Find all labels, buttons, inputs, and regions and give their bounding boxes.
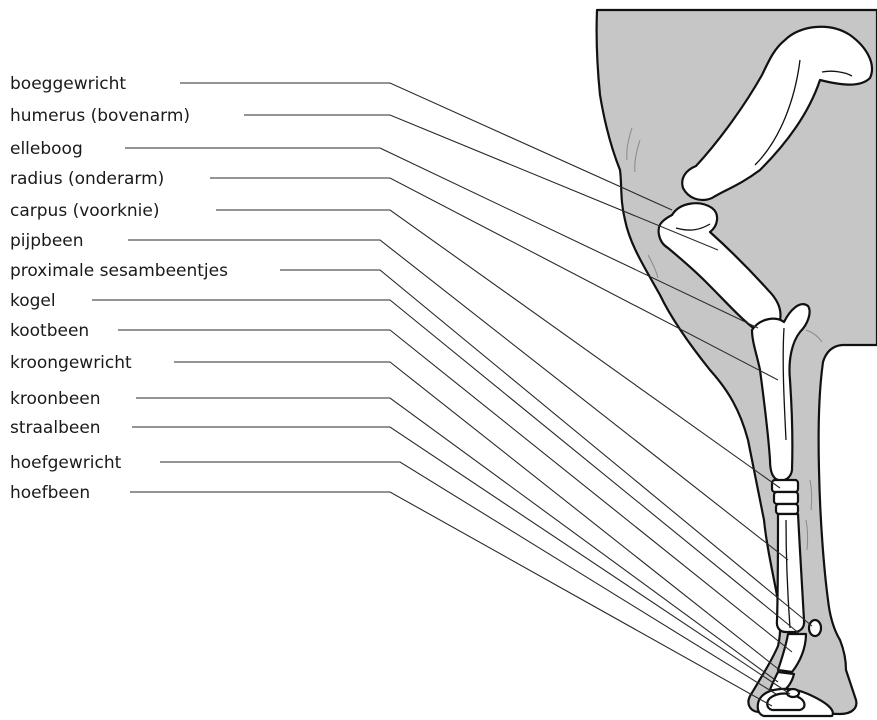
label-boeggewricht: boeggewricht [10, 74, 126, 94]
label-elleboog: elleboog [10, 139, 83, 159]
label-kroonbeen: kroonbeen [10, 389, 101, 409]
label-pijpbeen: pijpbeen [10, 231, 84, 251]
label-kroongewricht: kroongewricht [10, 353, 132, 373]
label-radius: radius (onderarm) [10, 169, 164, 189]
label-straalbeen: straalbeen [10, 418, 101, 438]
label-list: boeggewricht humerus (bovenarm) elleboog… [10, 74, 228, 503]
label-kootbeen: kootbeen [10, 321, 89, 341]
leader-kroongewricht [174, 362, 782, 672]
leader-boeggewricht [180, 83, 672, 210]
leader-kootbeen [118, 330, 792, 652]
leader-kroonbeen [136, 398, 778, 682]
label-humerus: humerus (bovenarm) [10, 106, 190, 126]
leader-straalbeen [132, 427, 790, 694]
label-hoefgewricht: hoefgewricht [10, 453, 122, 473]
label-hoefbeen: hoefbeen [10, 483, 90, 503]
label-kogel: kogel [10, 291, 56, 311]
leader-hoefgewricht [160, 462, 776, 694]
leader-hoefbeen [130, 492, 772, 706]
cannon-bone [777, 514, 804, 632]
label-carpus: carpus (voorknie) [10, 201, 160, 221]
label-sesambeentjes: proximale sesambeentjes [10, 261, 228, 281]
sesamoid-bone [809, 620, 821, 636]
